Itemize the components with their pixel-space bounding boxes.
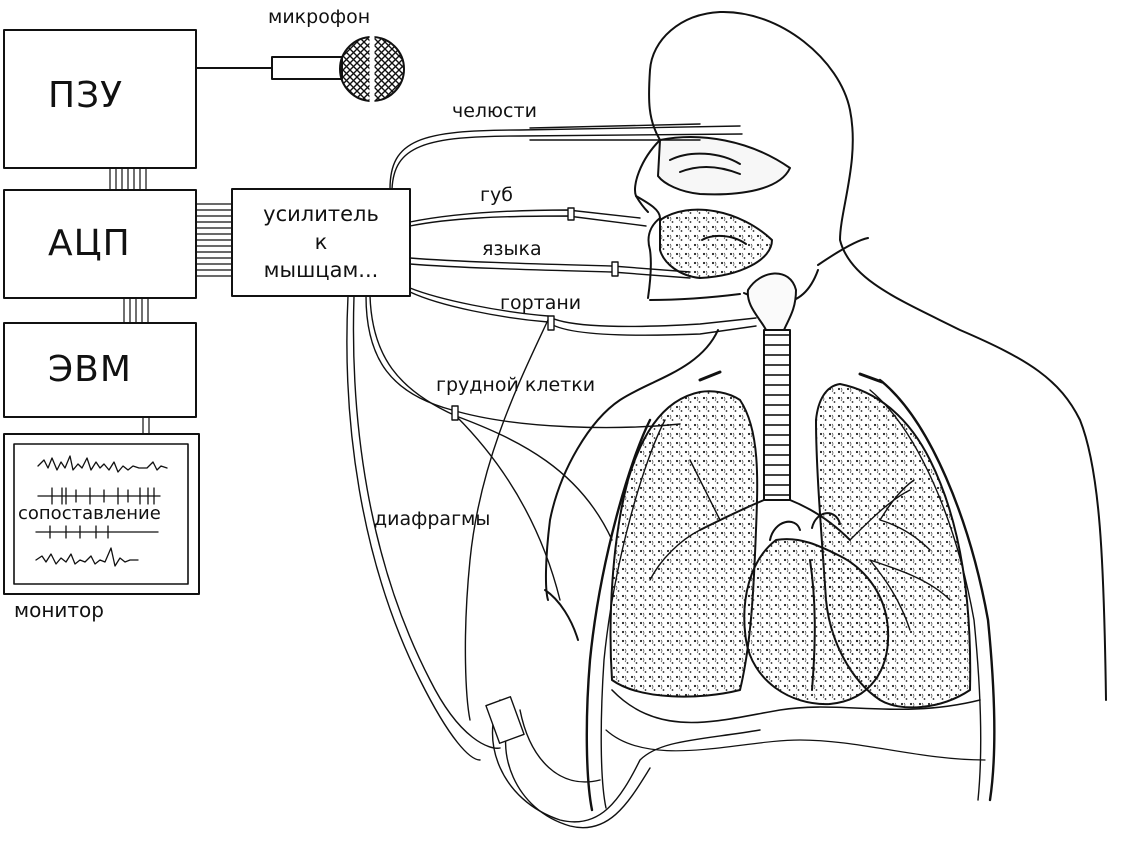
- bus-adc-computer: [123, 297, 149, 324]
- amplifier-block: [231, 188, 411, 297]
- wire-label-jaw: челюсти: [452, 100, 537, 122]
- wire-label-chest: грудной клетки: [436, 374, 596, 396]
- bus-rom-adc: [109, 167, 147, 191]
- rom-block: [3, 29, 197, 169]
- wire-label-larynx: гортани: [500, 292, 582, 314]
- monitor-waveforms: [35, 455, 168, 567]
- wire-jaw: [389, 123, 743, 190]
- microphone-label: микрофон: [268, 6, 371, 28]
- amplifier-label-line3: мышцам...: [263, 258, 379, 282]
- neck-left: [544, 329, 719, 601]
- adc-block: [3, 189, 197, 299]
- computer-block: [3, 322, 197, 418]
- monitor-screen-text: сопоставление: [16, 503, 163, 524]
- wire-label-lips: губ: [480, 184, 513, 206]
- diaphragm-muscle: [611, 689, 981, 724]
- larynx: [746, 272, 797, 331]
- wire-diaphragm-long: [464, 319, 549, 721]
- rom-label: ПЗУ: [48, 75, 124, 116]
- wire-label-tongue: языка: [482, 238, 542, 260]
- adc-label: АЦП: [48, 223, 131, 264]
- rib-cage-right: [878, 378, 996, 802]
- bronchial-tree: [649, 459, 951, 631]
- rib-cage-left-inner: [600, 419, 666, 809]
- left-lung: [609, 390, 759, 698]
- wire-label-diaphragm: диафрагмы: [374, 508, 491, 530]
- wire-chest: [365, 295, 681, 601]
- bus-computer-monitor: [142, 416, 150, 435]
- monitor-label: монитор: [14, 598, 104, 622]
- rib-cage-right-inner: [869, 389, 982, 801]
- bus-adc-amplifier: [195, 203, 233, 277]
- nasal-cavity: [657, 136, 791, 196]
- wire-lips: [409, 207, 647, 227]
- amplifier-label-line1: усилитель: [263, 202, 379, 226]
- wire-larynx: [409, 287, 757, 336]
- lips: [635, 195, 661, 299]
- heart: [743, 538, 890, 706]
- tongue: [659, 208, 773, 279]
- computer-label: ЭВМ: [48, 349, 132, 390]
- microphone-handle: [271, 56, 343, 80]
- trachea: [763, 329, 791, 501]
- amplifier-label-line2: к: [314, 230, 328, 254]
- wire-diaphragm: [346, 295, 761, 829]
- monitor-frame: [3, 433, 200, 595]
- wire-tongue: [409, 257, 691, 279]
- rib-cage-left: [585, 418, 652, 812]
- monitor-screen: [13, 443, 189, 585]
